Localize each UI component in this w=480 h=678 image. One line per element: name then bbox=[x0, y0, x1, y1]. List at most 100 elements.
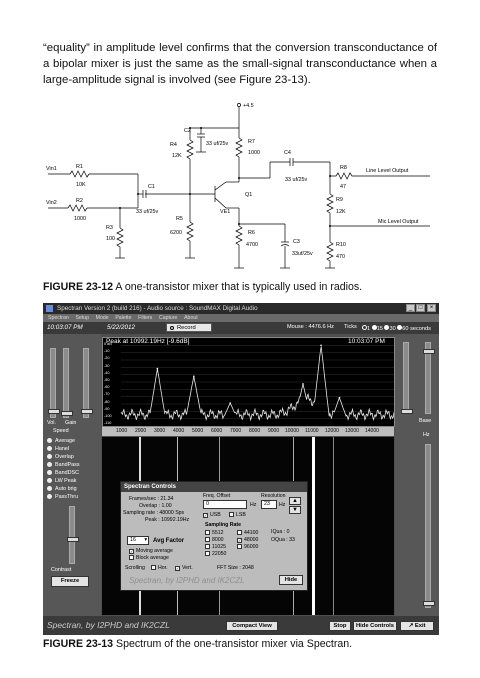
scrolling-label: Scrolling bbox=[125, 565, 145, 571]
speed-slider[interactable] bbox=[81, 348, 93, 418]
plot-timestamp: 10:03:07 PM bbox=[348, 338, 385, 345]
rate-96000[interactable]: 96000 bbox=[237, 544, 258, 550]
contrast-slider[interactable] bbox=[67, 506, 79, 564]
c4-value: 33 uf/25v bbox=[285, 177, 307, 183]
vin2-label: Vin2 bbox=[46, 200, 57, 206]
maximize-button[interactable]: □ bbox=[416, 304, 425, 312]
block-average-checkbox[interactable]: Block average bbox=[129, 555, 169, 561]
rate-label: 11025 bbox=[212, 544, 227, 550]
rate-48000[interactable]: ✓48000 bbox=[237, 537, 258, 543]
tick-60: 60 bbox=[402, 326, 409, 332]
checkbox-icon bbox=[205, 544, 210, 549]
freeze-button[interactable]: Freeze bbox=[51, 576, 89, 587]
hide-button[interactable]: Hide bbox=[279, 575, 303, 585]
menu-mode[interactable]: Mode bbox=[95, 315, 109, 321]
right-panel: Base Hz bbox=[395, 334, 439, 616]
radio-15-icon[interactable] bbox=[371, 325, 377, 330]
record-icon bbox=[170, 326, 174, 330]
vol-label: Vol. bbox=[47, 420, 56, 426]
menu-setup[interactable]: Setup bbox=[75, 315, 89, 321]
right-slider-3[interactable] bbox=[423, 444, 435, 608]
usb-checkbox[interactable]: ✓USB bbox=[203, 512, 221, 518]
speed-label: Speed bbox=[53, 428, 69, 434]
rate-5512[interactable]: 5512 bbox=[205, 530, 224, 536]
mode-average[interactable]: Average bbox=[47, 438, 75, 444]
contrast-label: Contrast bbox=[51, 567, 72, 573]
scroll-hor-checkbox[interactable]: Hor. bbox=[151, 565, 168, 571]
mode-overlap[interactable]: Overlap bbox=[47, 454, 74, 460]
minimize-button[interactable]: _ bbox=[406, 304, 415, 312]
mode-auto-brig[interactable]: Auto brig bbox=[47, 486, 77, 492]
r6-value: 4700 bbox=[246, 242, 258, 248]
avg-factor-label: Avg Factor bbox=[153, 538, 185, 544]
menu-about[interactable]: About bbox=[184, 315, 198, 321]
right-slider-2[interactable] bbox=[423, 342, 435, 414]
exit-button[interactable]: ↗ Exit bbox=[400, 621, 434, 631]
radio-icon bbox=[47, 494, 52, 499]
right-knob-2[interactable] bbox=[423, 349, 435, 354]
stop-button[interactable]: Stop bbox=[329, 621, 351, 631]
radio-60-icon[interactable] bbox=[397, 325, 403, 330]
radio-1-icon[interactable] bbox=[362, 325, 367, 330]
speed-knob[interactable] bbox=[81, 409, 93, 414]
menu-filters[interactable]: Filters bbox=[138, 315, 153, 321]
resolution-up-button[interactable]: ▲ bbox=[289, 497, 301, 505]
mode-banddsc[interactable]: BandDSC bbox=[47, 470, 79, 476]
resolution-down-button[interactable]: ▼ bbox=[289, 506, 301, 514]
gain-knob[interactable] bbox=[61, 411, 73, 416]
rate-22050[interactable]: 22050 bbox=[205, 551, 226, 557]
tick-1: 1 bbox=[367, 326, 371, 332]
r7-value: 1000 bbox=[248, 150, 260, 156]
figure-label: FIGURE 23-12 bbox=[43, 281, 114, 293]
volume-slider[interactable] bbox=[48, 348, 60, 418]
r8-value: 47 bbox=[340, 184, 346, 190]
freq-offset-input[interactable]: 0 bbox=[203, 500, 247, 509]
figure-label: FIGURE 23-13 bbox=[43, 638, 114, 650]
freq-tick: 11000 bbox=[305, 428, 319, 434]
mode-lw-peak[interactable]: LW Peak bbox=[47, 478, 76, 484]
lsb-checkbox[interactable]: LSB bbox=[229, 512, 246, 518]
mode-passthru[interactable]: PassThru bbox=[47, 494, 78, 500]
title-bar[interactable]: Spectran Version 2 (build 216) - Audio s… bbox=[43, 303, 439, 314]
hide-controls-button[interactable]: Hide Controls bbox=[353, 621, 397, 631]
close-button[interactable]: × bbox=[427, 304, 436, 312]
contrast-knob[interactable] bbox=[67, 537, 79, 542]
spectrum-peak bbox=[229, 402, 231, 404]
record-button[interactable]: Record bbox=[166, 323, 212, 332]
right-slider-1[interactable] bbox=[401, 342, 413, 414]
right-knob-1[interactable] bbox=[401, 409, 413, 414]
right-knob-3[interactable] bbox=[423, 601, 435, 606]
scroll-vert-checkbox[interactable]: ✓Vert. bbox=[175, 565, 193, 571]
resolution-input[interactable]: 23 bbox=[261, 500, 277, 509]
menu-spectran[interactable]: Spectran bbox=[48, 315, 69, 321]
moving-average-checkbox[interactable]: ✓Moving average bbox=[129, 548, 173, 554]
avg-factor-value: 16 bbox=[130, 537, 136, 543]
rate-11025[interactable]: 11025 bbox=[205, 544, 226, 550]
spectrum-trace bbox=[120, 344, 394, 422]
radio-30-icon[interactable] bbox=[384, 325, 390, 330]
db-tick: -90 bbox=[104, 406, 110, 411]
signature: Spectran, by I2PHD and IK2CZL bbox=[47, 620, 170, 630]
r6-label: R6 bbox=[248, 230, 255, 236]
window-title: Spectran Version 2 (build 216) - Audio s… bbox=[57, 305, 258, 312]
compact-view-button[interactable]: Compact View bbox=[226, 621, 278, 631]
exit-icon: ↗ bbox=[408, 623, 414, 629]
freq-tick: 5000 bbox=[192, 428, 204, 434]
app-icon bbox=[46, 305, 53, 312]
rate-44100[interactable]: 44100 bbox=[237, 530, 258, 536]
spectrum-plot[interactable]: 0 dB -10 -20 -30 -40 -50 -60 -70 -80 -90… bbox=[102, 337, 395, 427]
mode-bandpass[interactable]: BandPass bbox=[47, 462, 80, 468]
gain-slider[interactable] bbox=[61, 348, 73, 418]
base-label: Base bbox=[419, 418, 432, 424]
rate-8000[interactable]: 8000 bbox=[205, 537, 224, 543]
rate-label: 5512 bbox=[212, 530, 224, 536]
mode-hanel[interactable]: Hanel bbox=[47, 446, 69, 452]
avg-factor-select[interactable]: 16▾ bbox=[127, 536, 149, 545]
menu-capture[interactable]: Capture bbox=[158, 315, 178, 321]
mode-average-label: Average bbox=[55, 438, 75, 444]
vert-label: Vert. bbox=[182, 565, 193, 571]
menu-palette[interactable]: Palette bbox=[115, 315, 132, 321]
db-tick: -110 bbox=[104, 421, 112, 426]
volume-knob[interactable] bbox=[48, 409, 60, 414]
sampling-rate-label: Sampling Rate bbox=[205, 522, 242, 528]
